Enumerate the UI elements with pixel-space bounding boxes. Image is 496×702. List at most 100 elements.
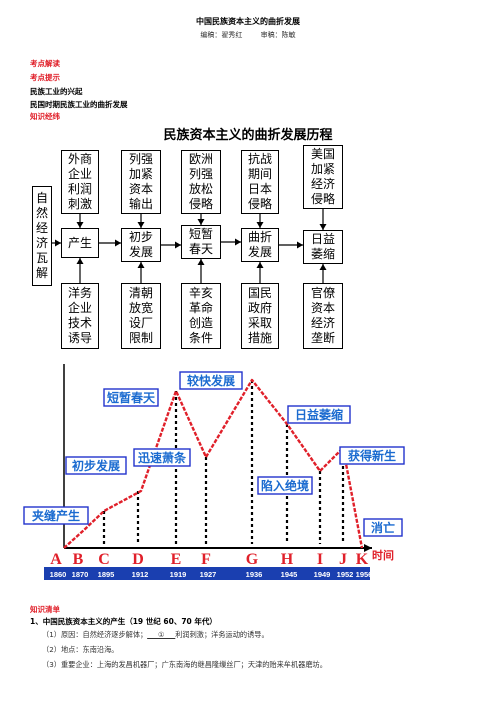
box-top-1-line-2: 资本 [128, 182, 153, 196]
reviewer-name: 审稿：陈敏 [260, 31, 296, 39]
connector-right-1-arrowhead [175, 241, 181, 249]
letter-F: F [201, 551, 211, 568]
connector-down-4-arrowhead [319, 224, 327, 230]
box-middle-1-line-1: 发展 [128, 245, 153, 259]
box-top-0-line-2: 利润 [67, 182, 92, 196]
connector-up-3-arrowhead [256, 262, 264, 268]
box-bottom-3-line-0: 国民 [247, 286, 272, 300]
label-zhishi-jingwei: 知识经纬 [30, 112, 60, 121]
stage-label-8: 消亡 [371, 520, 395, 535]
connector-down-1-arrowhead [137, 222, 145, 228]
box-top-4-line-3: 侵略 [310, 192, 335, 206]
year-1949: 1949 [314, 570, 331, 579]
year-1895: 1895 [98, 570, 115, 579]
box-bottom-2-line-3: 条件 [188, 331, 213, 345]
box-top-2-line-1: 列强 [188, 167, 213, 181]
box-bottom-2-line-1: 革命 [188, 301, 213, 315]
item-1-suffix: 利润刺激；洋务运动的诱导。 [175, 630, 269, 639]
box-top-2: 欧洲列强放松侵略 [181, 150, 221, 214]
box-top-1: 列强加紧资本输出 [121, 150, 161, 214]
box-bottom-2-line-2: 创造 [188, 316, 213, 330]
box-bottom-3-line-2: 采取 [247, 316, 272, 330]
editors-line: 编稿：翟秀红 审稿：陈敏 [0, 30, 496, 40]
box-bottom-1-line-2: 设厂 [128, 316, 153, 330]
label-kaodian-tishi: 考点提示 [30, 73, 60, 82]
box-bottom-3-line-1: 政府 [247, 301, 272, 315]
x-axis-arrowhead [364, 544, 372, 552]
connector-up-0-arrowhead [76, 258, 84, 264]
box-top-0-line-1: 企业 [67, 167, 92, 181]
letter-H: H [281, 551, 294, 568]
box-bottom-4-line-1: 资本 [310, 301, 335, 315]
year-1912: 1912 [132, 570, 149, 579]
timeline-bar [44, 567, 370, 580]
summary-item-1: （1）原因：自然经济逐步解体；___①___利润刺激；洋务运动的诱导。 [42, 630, 269, 640]
year-1927: 1927 [200, 570, 217, 579]
box-natural-economy-line-0: 自 [35, 191, 48, 205]
summary-item-3: （3）重要企业：上海的发昌机器厂；广东南海的继昌隆缫丝厂；天津的贻来牟机器磨坊。 [42, 660, 327, 670]
box-natural-economy-line-3: 济 [35, 236, 48, 250]
flowchart-connectors [52, 209, 327, 283]
letter-C: C [98, 551, 110, 568]
connector-left-arrowhead [55, 239, 61, 247]
box-natural-economy-line-4: 瓦 [35, 251, 48, 265]
letter-I: I [317, 551, 323, 568]
box-middle-4: 日益萎缩 [303, 230, 343, 264]
box-bottom-1-line-1: 放宽 [128, 301, 153, 315]
box-middle-0-line-0: 产生 [67, 235, 92, 250]
item-1-prefix: （1）原因：自然经济逐步解体； [42, 630, 148, 639]
connector-down-3-arrowhead [256, 222, 264, 228]
item-1-blank: ___①___ [147, 630, 176, 639]
year-1936: 1936 [246, 570, 263, 579]
box-middle-2: 短暂春天 [181, 225, 221, 259]
summary-item-2: （2）地点：东南沿海。 [42, 645, 118, 655]
box-bottom-0-line-1: 企业 [67, 301, 92, 315]
label-kaodian-jiedu: 考点解读 [30, 59, 60, 68]
year-1919: 1919 [170, 570, 187, 579]
box-top-1-line-1: 加紧 [128, 167, 153, 181]
box-top-4-line-2: 经济 [310, 177, 335, 191]
box-top-2-line-2: 放松 [188, 182, 213, 196]
item-3-prefix: （3）重要企业：上海的发昌机器厂；广东南海的继昌隆缫丝厂；天津的贻来牟机器磨坊。 [42, 660, 327, 669]
box-bottom-4-line-0: 官僚 [310, 286, 335, 300]
letter-E: E [171, 551, 182, 568]
flowchart-title: 民族资本主义的曲折发展历程 [163, 128, 333, 143]
letter-J: J [339, 551, 347, 568]
box-middle-3: 曲折发展 [241, 228, 279, 262]
box-middle-3-line-1: 发展 [247, 245, 272, 259]
connector-up-1-arrowhead [137, 262, 145, 268]
summary-section-1: 1、中国民族资本主义的产生（19 世纪 60、70 年代） [30, 617, 217, 626]
box-bottom-2-line-0: 辛亥 [188, 286, 213, 300]
box-bottom-0-line-3: 诱导 [67, 331, 92, 345]
stage-label-0: 夹缝产生 [32, 508, 80, 523]
stage-box-4 [179, 371, 243, 390]
box-natural-economy: 自然经济瓦解 [32, 186, 52, 286]
stage-box-0 [23, 506, 89, 525]
box-top-3-line-1: 期间 [247, 167, 272, 181]
letter-K: K [356, 551, 369, 568]
stage-label-1: 初步发展 [72, 458, 120, 473]
box-top-4-line-1: 加紧 [310, 162, 335, 176]
box-bottom-3: 国民政府采取措施 [241, 283, 279, 349]
box-middle-3-line-0: 曲折 [247, 230, 272, 244]
connector-down-2-arrowhead [197, 219, 205, 225]
year-1860: 1860 [50, 570, 67, 579]
box-top-4: 美国加紧经济侵略 [303, 145, 343, 209]
box-top-3-line-0: 抗战 [247, 152, 272, 166]
box-top-3: 抗战期间日本侵略 [241, 150, 279, 214]
box-middle-4-line-1: 萎缩 [310, 247, 335, 261]
box-top-2-line-3: 侵略 [188, 197, 213, 211]
box-bottom-4: 官僚资本经济垄断 [303, 283, 343, 349]
box-middle-2-line-0: 短暂 [188, 227, 213, 241]
box-top-0-line-0: 外商 [67, 152, 92, 166]
box-bottom-0-line-2: 技术 [67, 316, 92, 330]
box-top-0: 外商企业利润刺激 [61, 150, 99, 214]
stage-label-4: 较快发展 [187, 373, 235, 388]
topic-2: 民国时期民族工业的曲折发展 [30, 100, 128, 109]
box-middle-2-line-1: 春天 [188, 242, 213, 256]
item-2-prefix: （2）地点：东南沿海。 [42, 645, 119, 654]
x-axis-label: 时间 [372, 548, 394, 562]
editor-name: 编稿：翟秀红 [200, 31, 243, 39]
box-middle-0: 产生 [61, 228, 99, 258]
